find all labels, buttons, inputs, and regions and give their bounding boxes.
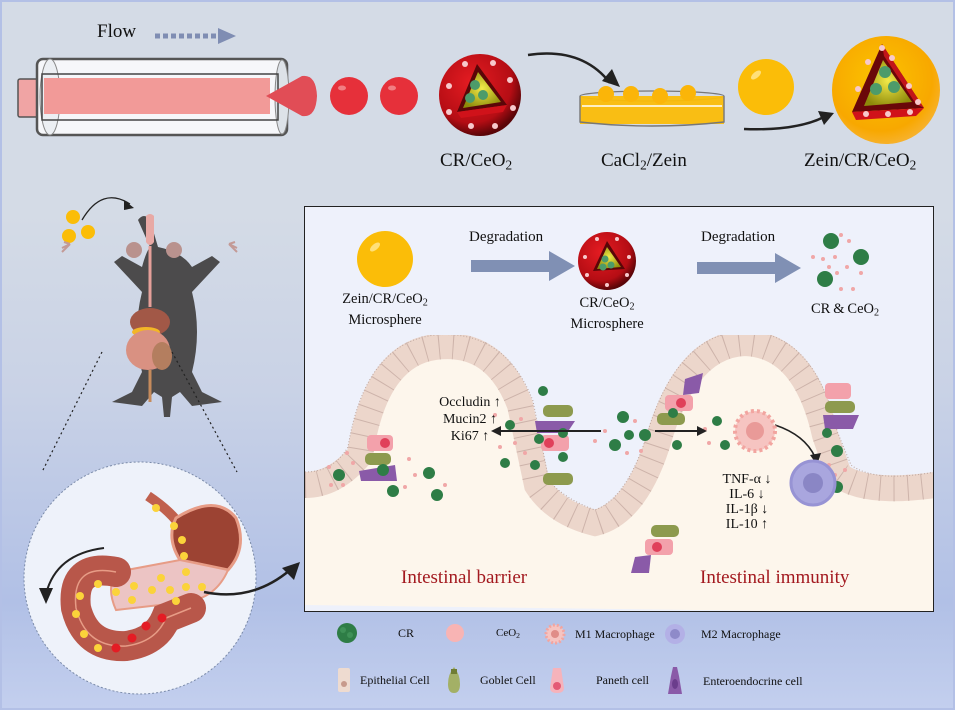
marker-il1-beta: IL-1β ↓ (725, 502, 769, 517)
marker-tnf-alpha: TNF-α ↓ (722, 472, 772, 487)
legend-item-m1: M1 Macrophage (543, 622, 655, 646)
flow-arrow-icon (155, 28, 236, 44)
m2-macrophage-cell (789, 459, 837, 507)
legend-label-ceo2-sub: 2 (516, 630, 521, 640)
legend-label-ceo2: CeO2 (496, 627, 520, 640)
stage2-line1-text: CR/CeO (579, 295, 630, 311)
zein-beads-icon (62, 210, 95, 243)
legend-item-epithelial: Epithelial Cell (336, 666, 430, 694)
cr-ceo2-microsphere-icon (578, 232, 636, 290)
cacl2-zein-label: CaCl2/Zein (601, 150, 687, 173)
stage1-line1: Zein/CR/CeO2 (305, 291, 465, 312)
immunity-markers: TNF-α ↓ IL-6 ↓ IL-1β ↓ IL-10 ↑ (707, 472, 787, 532)
m1-macrophage-icon (544, 623, 566, 645)
enteroendocrine-cell-icon (668, 667, 682, 694)
stage2-label: CR/CeO2 Microsphere (537, 295, 677, 332)
stage1-line1-sub: 2 (422, 297, 428, 309)
cr-ceo2-label-text: CR/CeO (440, 150, 506, 171)
legend-label-goblet: Goblet Cell (480, 672, 536, 687)
degradation-label-2: Degradation (701, 229, 776, 245)
cr-ceo2-label: CR/CeO2 (440, 150, 512, 173)
stage2-line1: CR/CeO2 (537, 295, 677, 316)
legend-label-epithelial: Epithelial Cell (360, 672, 430, 687)
legend-label-cr: CR (398, 625, 415, 640)
intestinal-barrier-title: Intestinal barrier (401, 567, 528, 588)
stage3-label-text: CR & CeO (811, 301, 875, 317)
cacl2-label-text: CaCl (601, 150, 641, 171)
arrow-to-panel-icon (203, 562, 300, 596)
epithelial-cell-icon (338, 668, 350, 692)
stage3-label: CR & CeO2 (811, 301, 879, 319)
legend-label-ceo2-text: CeO (496, 626, 517, 639)
marker-ki67: Ki67 ↑ (450, 429, 490, 444)
legend-label-paneth: Paneth cell (596, 672, 649, 687)
zein-cr-ceo2-label-sub: 2 (909, 157, 917, 173)
m2-macrophage-icon (665, 624, 685, 644)
cr-particles (333, 386, 843, 501)
marker-occludin: Occludin ↑ (439, 395, 501, 410)
mechanism-panel: Zein/CR/CeO2 Microsphere Degradation CR/… (304, 206, 934, 612)
stage1-line2: Microsphere (348, 311, 422, 328)
cacl2-label-sub: 2 (640, 157, 647, 173)
curved-arrow-to-product-icon (743, 111, 834, 131)
legend-label-enteroendocrine: Enteroendocrine cell (703, 673, 803, 688)
marker-mucin2: Mucin2 ↑ (442, 412, 498, 427)
marker-il6: IL-6 ↓ (729, 487, 765, 502)
specialized-cells-right (631, 373, 859, 573)
goblet-cell-icon (448, 667, 460, 693)
curved-arrow-to-dish-icon (527, 52, 620, 87)
cr-cluster-icon (337, 623, 357, 643)
stage1-label: Zein/CR/CeO2 Microsphere (305, 291, 465, 328)
stage1-line1-text: Zein/CR/CeO (342, 291, 423, 307)
barrier-markers: Occludin ↑ Mucin2 ↑ Ki67 ↑ (415, 394, 525, 445)
zein-bead (738, 59, 794, 115)
legend-item-paneth: Paneth cell (548, 666, 649, 694)
ceo2-particles (327, 413, 847, 489)
stomach-zoom-circle (23, 461, 257, 695)
legend-item-cr: CR (336, 622, 414, 644)
cr-ceo2-microsphere (439, 54, 521, 136)
zein-cr-ceo2-label-text: Zein/CR/CeO (804, 150, 910, 171)
degradation-arrow-2-icon (697, 253, 801, 283)
zein-label-text: /Zein (646, 150, 687, 171)
intestinal-immunity-title: Intestinal immunity (700, 567, 850, 588)
paneth-cell-icon (550, 668, 564, 693)
legend-label-m2: M2 Macrophage (701, 626, 781, 641)
legend-label-m1: M1 Macrophage (575, 626, 655, 641)
degradation-arrow-1-icon (471, 251, 575, 281)
cr-ceo2-label-sub: 2 (505, 157, 513, 173)
legend-item-m2: M2 Macrophage (663, 622, 781, 646)
zoom-guide-lines (41, 351, 238, 473)
mouse-oral-gavage (61, 197, 238, 417)
zein-microsphere-icon (357, 231, 413, 287)
intestinal-villi (305, 335, 933, 611)
legend-item-goblet: Goblet Cell (446, 666, 536, 694)
stage3-label-sub: 2 (874, 307, 880, 319)
zein-cr-ceo2-microsphere (832, 36, 940, 144)
m1-macrophage-cell (733, 409, 777, 453)
zein-cr-ceo2-label: Zein/CR/CeO2 (804, 150, 916, 173)
petri-dish-cacl2-zein (579, 85, 725, 127)
flow-label: Flow (97, 21, 137, 42)
capillary-device (17, 57, 418, 137)
marker-il10: IL-10 ↑ (725, 517, 769, 532)
legend-item-ceo2: CeO2 (444, 622, 520, 644)
ceo2-particle-icon (446, 624, 464, 642)
legend-item-enteroendocrine: Enteroendocrine cell (667, 666, 803, 696)
degradation-label-1: Degradation (469, 229, 544, 245)
released-cr-ceo2-icon (811, 233, 869, 291)
stage2-line1-sub: 2 (629, 301, 635, 313)
stage2-line2: Microsphere (570, 315, 644, 332)
